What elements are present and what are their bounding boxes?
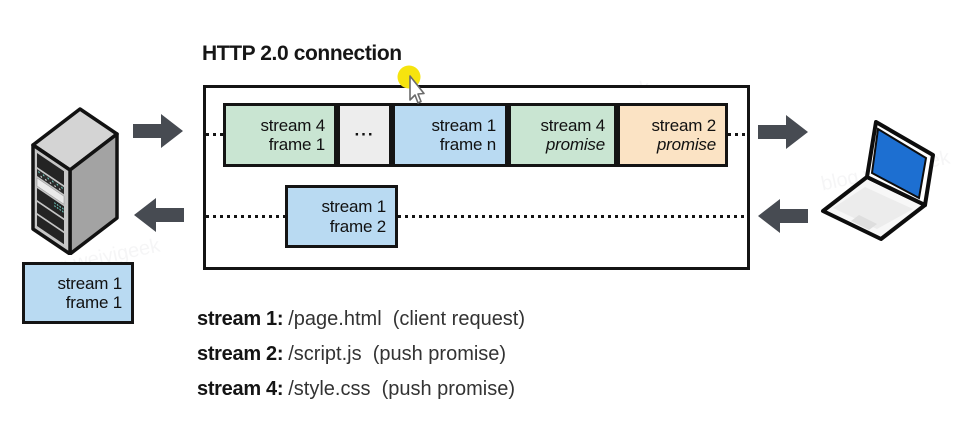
legend-stream-label: stream 2: — [197, 343, 284, 365]
arrow-right-icon — [758, 115, 808, 149]
frame-box-stream4-frame1: stream 4 frame 1 — [223, 103, 337, 167]
box-line1: stream 4 — [540, 115, 605, 135]
mouse-cursor-icon — [397, 65, 425, 104]
laptop-trackpad — [851, 215, 877, 230]
http2-connection-box: stream 4 frame 1 ··· stream 1 frame n st… — [203, 85, 750, 270]
box-line1: stream 1 — [321, 197, 386, 216]
legend-stream-label: stream 4: — [197, 378, 284, 400]
box-line2: frame 1 — [65, 293, 122, 312]
stream-legend: stream 1:/page.html (client request) str… — [197, 302, 525, 407]
legend-line: stream 1:/page.html (client request) — [197, 302, 525, 337]
legend-stream-label: stream 1: — [197, 308, 284, 330]
box-line2: promise — [545, 135, 605, 154]
laptop-screen — [870, 127, 928, 200]
box-line2: promise — [656, 135, 716, 154]
box-line1: stream 4 — [260, 115, 325, 135]
legend-stream-detail: /script.js (push promise) — [288, 343, 507, 365]
arrow-left-icon — [134, 198, 184, 232]
frame-box-stream1-frame1: stream 1 frame 1 — [22, 262, 134, 324]
ellipsis-box: ··· — [337, 103, 392, 167]
legend-stream-detail: /page.html (client request) — [288, 308, 526, 330]
legend-line: stream 4:/style.css (push promise) — [197, 372, 525, 407]
box-line1: stream 1 — [431, 115, 496, 135]
legend-line: stream 2:/script.js (push promise) — [197, 337, 525, 372]
box-line1: stream 1 — [57, 273, 122, 293]
dotted-line-bottom-right — [398, 215, 747, 218]
ellipsis-text: ··· — [354, 125, 375, 144]
arrow-left-icon — [758, 199, 808, 233]
box-line2: frame n — [439, 135, 496, 154]
frame-box-stream1-framen: stream 1 frame n — [392, 103, 508, 167]
box-line2: frame 1 — [268, 135, 325, 154]
server-icon — [31, 107, 119, 255]
box-line2: frame 2 — [329, 216, 386, 236]
legend-stream-detail: /style.css (push promise) — [288, 378, 515, 400]
promise-box-stream2: stream 2 promise — [617, 103, 728, 167]
promise-box-stream4: stream 4 promise — [508, 103, 617, 167]
dotted-line-top-right — [728, 133, 747, 136]
diagram-title: HTTP 2.0 connection — [202, 42, 402, 65]
server-drive-bays — [36, 152, 65, 245]
frame-box-stream1-frame2: stream 1 frame 2 — [285, 185, 398, 248]
laptop-keyboard — [833, 187, 913, 229]
arrow-right-icon — [133, 114, 183, 148]
dotted-line-bottom-left — [206, 215, 285, 218]
dotted-line-top-left — [206, 133, 223, 136]
laptop-icon — [821, 120, 935, 241]
box-line1: stream 2 — [651, 115, 716, 135]
